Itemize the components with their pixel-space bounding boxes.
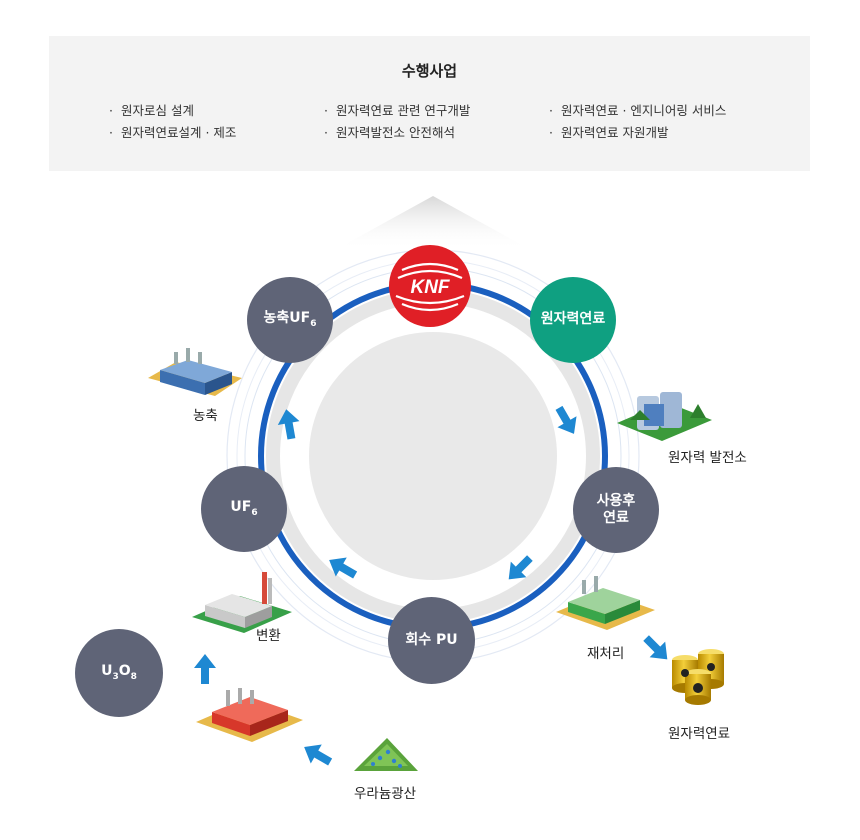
node-spent-fuel: 사용후 연료 (573, 467, 659, 553)
business-item: 원자력연료 자원개발 (549, 122, 668, 141)
node-label: 사용후 연료 (596, 492, 636, 527)
power-plant-icon (617, 392, 712, 441)
node-subscript: 8 (130, 671, 137, 682)
node-uf6: UF6 (201, 466, 287, 552)
arrow-down-icon (555, 405, 577, 434)
uranium-processing-factory-icon (196, 688, 303, 742)
uranium-mine-icon (354, 738, 418, 771)
arrow-up-icon (277, 409, 300, 440)
node-label: U (101, 662, 113, 679)
node-enriched-uf6: 농축UF6 (247, 277, 333, 363)
arrow-down-right-icon (643, 635, 668, 660)
arrow-down-left-icon (508, 555, 533, 580)
node-label: O (118, 662, 131, 679)
node-subscript: 6 (251, 507, 258, 518)
reprocessing-factory-icon (556, 576, 655, 630)
enrichment-factory-icon (148, 348, 242, 396)
center-disc (309, 332, 557, 580)
node-nuclear-fuel: 원자력연료 (530, 277, 616, 363)
fuel-barrels-icon (672, 649, 724, 705)
svg-text:KNF: KNF (410, 277, 450, 298)
node-label: UF (230, 498, 252, 515)
business-item: 원자력연료 관련 연구개발 (324, 100, 470, 119)
business-panel: 수행사업 원자로심 설계 원자력연료설계 · 제조 원자력연료 관련 연구개발 … (49, 36, 810, 171)
node-u3o8: U3O8 (75, 629, 163, 717)
node-subscript: 6 (310, 318, 317, 329)
node-subscript: 3 (112, 671, 119, 682)
label-power-plant: 원자력 발전소 (668, 450, 747, 466)
label-nuclear-fuel-output: 원자력연료 (668, 726, 731, 742)
node-recovered-pu: 회수 PU (388, 597, 475, 684)
business-item: 원자력연료설계 · 제조 (109, 122, 236, 141)
label-reprocessing: 재처리 (587, 646, 625, 662)
panel-title: 수행사업 (401, 62, 458, 80)
business-item: 원자력연료 · 엔지니어링 서비스 (549, 100, 726, 119)
label-enrichment: 농축 (193, 408, 218, 424)
flow-triangle (335, 196, 531, 250)
node-label: 농축UF (263, 309, 311, 326)
arrow-left-icon (329, 557, 358, 579)
node-label: 원자력연료 (540, 311, 606, 328)
business-item: 원자로심 설계 (109, 100, 194, 119)
arrow-up-icon (194, 654, 216, 684)
label-uranium-mine: 우라늄광산 (354, 786, 417, 802)
arrow-left-icon (304, 744, 333, 766)
node-label: 회수 PU (405, 631, 458, 648)
label-conversion: 변환 (256, 628, 281, 644)
business-item: 원자력발전소 안전해석 (324, 122, 455, 141)
knf-logo-icon: KNF (389, 245, 471, 327)
conversion-factory-icon (192, 572, 292, 633)
